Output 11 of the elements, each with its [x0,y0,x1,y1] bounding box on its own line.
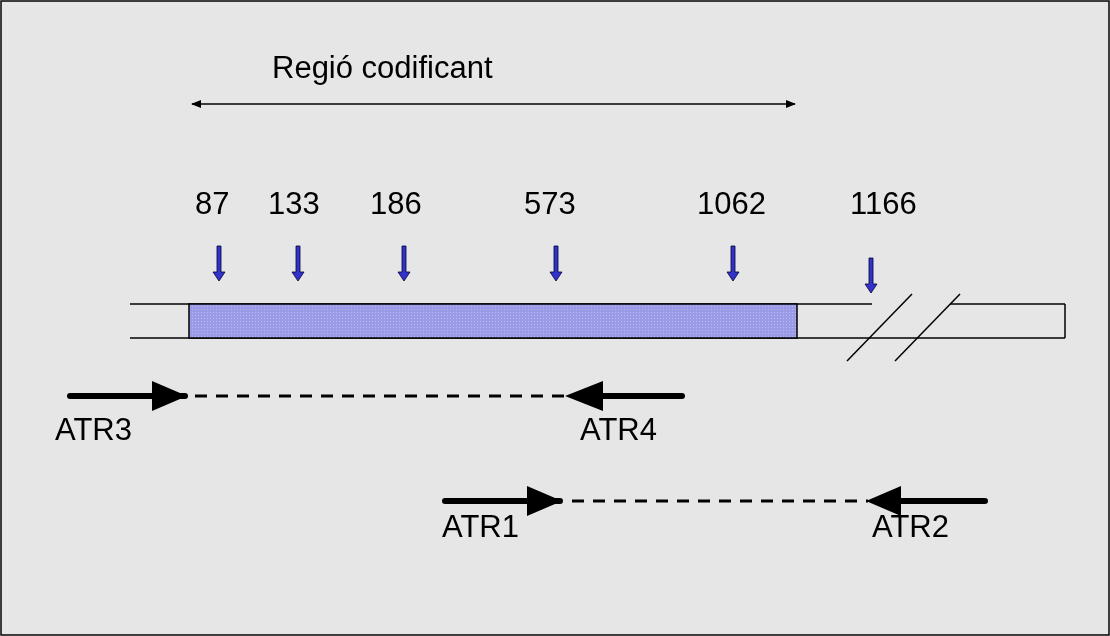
position-label: 573 [524,188,576,219]
position-label: 1166 [850,188,917,219]
region-label: Regió codificant [272,52,493,83]
primer-label: ATR3 [55,414,132,445]
position-label: 87 [195,188,230,219]
primer-label: ATR4 [580,414,657,445]
position-label: 1062 [697,188,766,219]
primer-label: ATR1 [442,511,519,542]
position-label: 133 [268,188,320,219]
position-label: 186 [370,188,422,219]
primer-label: ATR2 [872,511,949,542]
